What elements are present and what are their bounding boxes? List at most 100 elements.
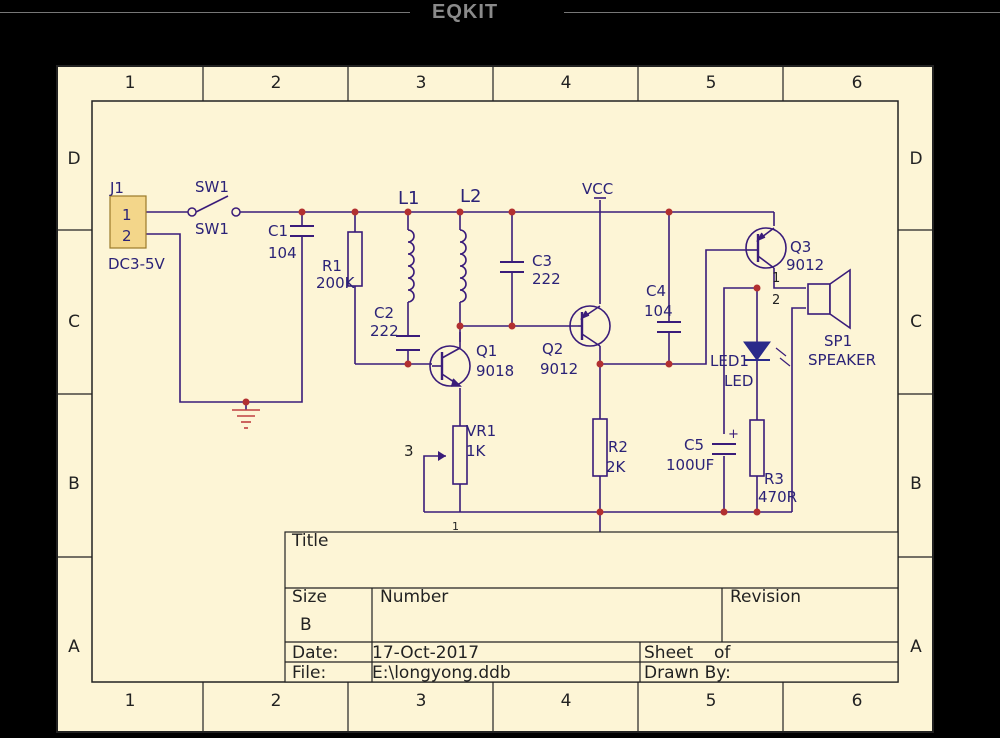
c5-value: 100UF [666,456,714,474]
led1-ref: LED1 [710,352,749,370]
top-bar: EQKIT [0,0,1000,30]
j1-pin2: 2 [122,227,132,245]
row-label-right: B [910,474,922,494]
c2-value: 222 [370,322,399,340]
size-label: Size [292,587,327,607]
column-label-bottom: 5 [706,691,717,711]
l2-ref: L2 [460,186,481,207]
c3-value: 222 [532,270,561,288]
sp1-pin2: 2 [772,293,780,308]
potentiometer-vr1 [438,425,468,485]
transistor-q3 [745,227,787,269]
inductor-l1 [407,229,415,303]
q3-ref: Q3 [790,238,811,256]
brand-logo: EQKIT [432,1,499,23]
row-label-left: B [68,474,80,494]
c4-ref: C4 [646,282,666,300]
column-label-top: 2 [271,73,282,93]
r3-value: 470R [758,488,797,506]
top-rule-left [0,12,410,13]
column-label-bottom: 3 [416,691,427,711]
c1-ref: C1 [268,222,288,240]
c3-ref: C3 [532,252,552,270]
column-label-top: 4 [561,73,572,93]
inductor-l2 [459,229,467,303]
junction-dots [242,208,761,516]
number-label: Number [380,587,448,607]
vr1-pin1: 1 [452,520,459,533]
capacitor-c5 [712,443,736,455]
c5-ref: C5 [684,436,704,454]
row-label-left: C [68,312,80,332]
column-label-top: 6 [852,73,863,93]
column-label-bottom: 1 [125,691,136,711]
led-led1 [743,341,791,367]
r3-ref: R3 [764,470,784,488]
of-label: of [714,643,731,663]
c1-value: 104 [268,244,297,262]
file-value: E:\longyong.ddb [372,663,511,683]
c4-value: 104 [644,302,673,320]
q3-value: 9012 [786,256,824,274]
zone-dividers [57,66,933,732]
j1-pin1: 1 [122,206,132,224]
q2-ref: Q2 [542,340,563,358]
row-label-left: D [67,149,80,169]
row-label-right: C [910,312,922,332]
connector-j1: J1 1 2 DC3-5V [108,179,166,273]
date-label: Date: [292,643,338,663]
r2-ref: R2 [608,438,628,456]
column-label-top: 3 [416,73,427,93]
sw1-ref: SW1 [195,178,229,196]
column-label-bottom: 4 [561,691,572,711]
r1-value: 200K [316,274,356,292]
vr1-pin3: 3 [404,442,414,460]
date-value: 17-Oct-2017 [372,643,479,663]
column-label-bottom: 2 [271,691,282,711]
vcc-label: VCC [582,180,613,198]
q2-value: 9012 [540,360,578,378]
r1-ref: R1 [322,257,342,275]
capacitor-c2 [396,335,420,351]
size-value: B [300,615,312,635]
sheet-label: Sheet [644,643,693,663]
led1-value: LED [724,372,753,390]
row-label-right: D [909,149,922,169]
sw1-ref-2: SW1 [195,220,229,238]
q1-value: 9018 [476,362,514,380]
c2-ref: C2 [374,304,394,322]
vr1-ref: VR1 [466,422,496,440]
row-label-left: A [68,637,80,657]
capacitor-c3 [500,261,524,273]
c5-plus: + [728,427,739,442]
resistor-r3 [749,419,765,477]
resistor-r2 [592,418,608,477]
vr1-value: 1K [466,442,487,460]
l1-ref: L1 [398,188,419,209]
speaker-sp1 [807,268,851,330]
title-label: Title [291,531,328,551]
switch-sw1: SW1 SW1 [187,178,241,238]
capacitor-c1 [290,225,314,237]
row-label-right: A [910,637,922,657]
revision-label: Revision [730,587,801,607]
transistor-q1 [429,332,471,387]
file-label: File: [292,663,326,683]
sp1-pin1: 1 [772,271,780,286]
column-label-top: 1 [125,73,136,93]
column-label-top: 5 [706,73,717,93]
schematic-sheet: 1 2 3 4 5 6 1 2 3 4 5 6 D C B A D C B A [56,65,934,733]
transistor-q2 [569,305,611,347]
sp1-value: SPEAKER [808,351,876,369]
drawn-by-label: Drawn By: [644,663,731,683]
top-rule-right [564,12,1000,13]
j1-value: DC3-5V [108,255,166,273]
column-label-bottom: 6 [852,691,863,711]
resistor-r1 [347,231,363,287]
r2-value: 2K [606,458,627,476]
capacitor-c4 [657,321,681,333]
q1-ref: Q1 [476,342,497,360]
wires [146,200,806,532]
j1-ref: J1 [109,179,124,197]
title-block: Title Size B Number Revision Date: 17-Oc… [284,531,899,683]
